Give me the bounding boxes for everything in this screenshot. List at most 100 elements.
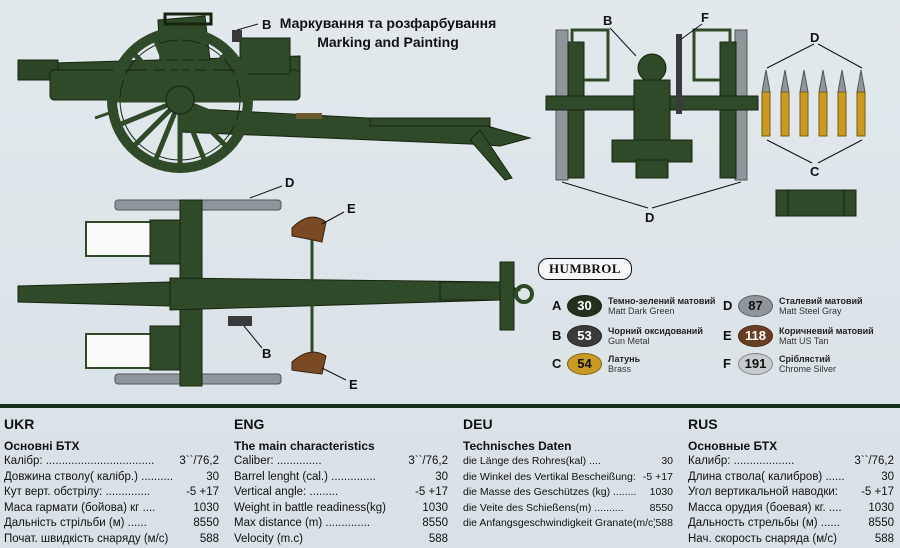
spec-value: 1030 <box>649 486 673 498</box>
shell-case-icon <box>856 91 866 137</box>
swatch-name-en: Gun Metal <box>608 336 650 346</box>
lang-heading: UKR <box>4 416 35 432</box>
spec-key: Маса гармати (бойова) кг .... <box>4 501 156 514</box>
spec-row: Калібр: ................................… <box>4 454 219 470</box>
title-english: Marking and Painting <box>317 34 459 50</box>
swatch-letter: E <box>723 328 732 343</box>
spec-row: Длина ствола( калибров) ...... 30 <box>688 470 894 486</box>
spec-key: Калибр: ................... <box>688 455 795 467</box>
spec-row: Масса орудия (боевая) кг. ....1030 <box>688 501 894 517</box>
spec-row: die Veite des Schießens(m) .......... 855… <box>463 501 673 517</box>
specs-subtitle: The main characteristics <box>234 439 375 453</box>
spec-key: Vertical angle: ......... <box>234 486 339 498</box>
shell-tip-icon <box>837 69 847 93</box>
spec-value: 8550 <box>868 517 894 529</box>
lang-heading: ENG <box>234 416 265 432</box>
spec-value: 30 <box>881 470 894 483</box>
swatch-oval: 191 <box>738 353 773 375</box>
spec-key: Масса орудия (боевая) кг. .... <box>688 501 842 514</box>
swatch-name-en: Chrome Silver <box>779 364 837 374</box>
shells-drawing: D C <box>761 30 866 179</box>
callout-label: E <box>347 201 356 216</box>
callout-label: F <box>701 10 709 25</box>
spec-value: -5 +17 <box>642 470 673 483</box>
spec-key: Довжина стволу( калібр.) .......... <box>4 470 174 483</box>
specs-subtitle: Основні БТХ <box>4 439 80 453</box>
shell-case-icon <box>818 91 828 137</box>
spec-row: Weight in battle readiness(kg)1030 <box>234 501 448 517</box>
spec-key: die Länge des Rohres(kal) .... <box>463 455 601 467</box>
callout-label: D <box>285 175 294 190</box>
spec-row: die Winkel des Vertikal Bescheißung: -5 +… <box>463 470 673 486</box>
spec-value: 30 <box>435 470 448 483</box>
top-view-drawing: B D E E <box>17 175 534 392</box>
spec-value: -5 +17 <box>415 486 448 498</box>
callout-label: B <box>603 13 612 28</box>
spec-row: Caliber: ..............3``/76,2 <box>234 454 448 470</box>
spec-value: 1030 <box>193 501 219 514</box>
spec-value: 3``/76,2 <box>179 455 219 467</box>
swatch-name-ua: Темно-зелений матовий <box>608 296 716 306</box>
spec-row: Нач. скорость снаряда (м/с)588 <box>688 532 894 548</box>
callout-label: D <box>810 30 819 45</box>
spec-key: Barrel lenght (cal.) .............. <box>234 470 376 483</box>
spec-key: die Masse des Geschützes (kg) ........ <box>463 486 637 498</box>
spec-key: Дальность стрельбы (м) ...... <box>688 517 840 529</box>
spec-key: Угол вертикальной наводки: <box>688 486 838 498</box>
spec-row: Маса гармати (бойова) кг .... 1030 <box>4 501 219 517</box>
specs-ukr: UKR Основні БТХ Калібр: ................… <box>4 414 219 547</box>
side-view-drawing: B <box>17 12 532 181</box>
spec-key: Weight in battle readiness(kg) <box>234 501 386 514</box>
swatch-name-ua: Сріблястий <box>779 354 831 364</box>
spec-key: Caliber: .............. <box>234 455 322 467</box>
spec-key: die Anfangsgeschwindigkeit Granate(m/c) <box>463 517 656 529</box>
spec-value: 588 <box>428 532 448 545</box>
swatch-oval: 53 <box>567 325 602 347</box>
shell-tip-icon <box>780 69 790 93</box>
swatch-oval: 30 <box>567 295 602 317</box>
spec-key: Кут верт. обстрілу: .............. <box>4 486 151 498</box>
spec-value: 8550 <box>422 517 448 529</box>
lang-heading: DEU <box>463 416 493 432</box>
spec-key: die Winkel des Vertikal Bescheißung: <box>463 470 636 483</box>
spec-row: Почат. швидкість снаряду (м/с) 588 <box>4 532 219 548</box>
spec-key: Max distance (m) .............. <box>234 517 371 529</box>
spec-key: Нач. скорость снаряда (м/с) <box>688 532 837 545</box>
spec-value: 8550 <box>649 501 673 514</box>
section-divider <box>0 404 900 408</box>
spec-key: Дальність стрільби (м) ...... <box>4 517 147 529</box>
swatch-name-ua: Коричневий матовий <box>779 326 874 336</box>
gun-drawings: B B F D D <box>17 10 866 392</box>
spec-row: Калибр: ...................3``/76,2 <box>688 454 894 470</box>
spec-row: Дальність стрільби (м) ......8550 <box>4 516 219 532</box>
shell-case-icon <box>761 91 771 137</box>
spec-value: 30 <box>206 470 219 483</box>
spec-row: Max distance (m) .............. 8550 <box>234 516 448 532</box>
spec-row: die Masse des Geschützes (kg) ........ 10… <box>463 485 673 501</box>
swatch-name-ua: Сталевий матовий <box>779 296 863 306</box>
callout-label: B <box>262 346 271 361</box>
swatch-name-en: Matt Dark Green <box>608 306 675 316</box>
spec-key: Почат. швидкість снаряду (м/с) <box>4 532 169 545</box>
spec-value: 588 <box>199 532 219 545</box>
lang-heading: RUS <box>688 416 718 432</box>
swatch-name-en: Brass <box>608 364 632 374</box>
shell-case-icon <box>837 91 847 137</box>
swatch-letter: D <box>723 298 733 313</box>
swatch-oval: 87 <box>738 295 773 317</box>
callout-label: E <box>349 377 358 392</box>
spec-row: die Länge des Rohres(kal) ....30 <box>463 454 673 470</box>
spec-row: die Anfangsgeschwindigkeit Granate(m/c)5… <box>463 516 673 532</box>
humbrol-logo: HUMBROL <box>538 258 632 280</box>
spec-key: Длина ствола( калибров) ...... <box>688 470 845 483</box>
spec-row: Довжина стволу( калібр.) .......... 30 <box>4 470 219 486</box>
specs-deu: DEU Technisches Daten die Länge des Rohr… <box>463 414 673 532</box>
swatch-oval: 118 <box>738 325 773 347</box>
spec-key: die Veite des Schießens(m) .......... <box>463 501 624 514</box>
front-view-drawing: B F D <box>545 10 759 225</box>
